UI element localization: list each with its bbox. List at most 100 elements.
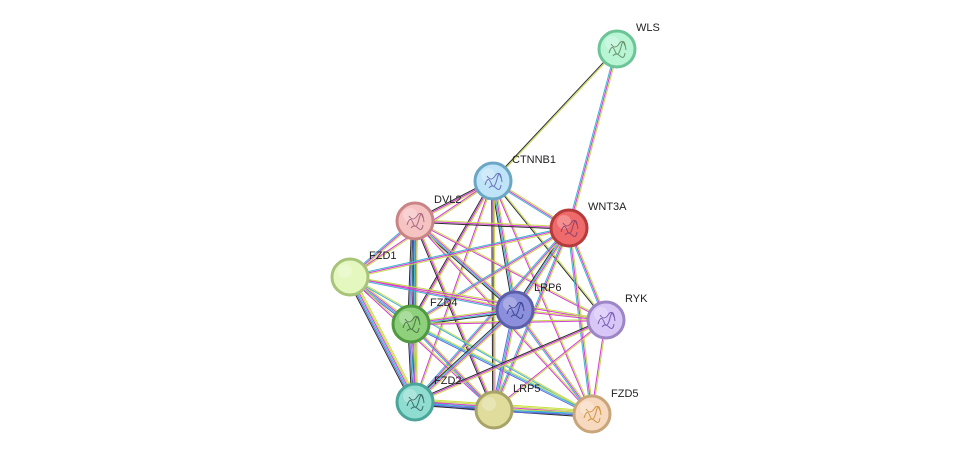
edge-line-textmining xyxy=(494,228,571,411)
node-circle[interactable] xyxy=(473,161,513,201)
edge-line-textmining xyxy=(415,220,496,410)
node-label: CTNNB1 xyxy=(512,154,556,166)
edge-line-experimental xyxy=(493,180,517,310)
node-lrp6[interactable]: LRP6 xyxy=(495,282,562,330)
protein-structure-icon xyxy=(406,212,425,230)
node-highlight xyxy=(338,264,352,278)
edge-line-textmining xyxy=(415,311,517,404)
edge-line-textmining xyxy=(350,275,607,320)
edge-line-textmining xyxy=(350,228,570,279)
node-fzd4[interactable]: FZD4 xyxy=(391,297,458,344)
protein-structure-icon xyxy=(560,219,579,237)
node-fzd2[interactable]: FZD2 xyxy=(395,375,462,422)
edge-line-experimental xyxy=(493,319,606,410)
edge-line-experimental xyxy=(410,227,570,325)
node-label: FZD1 xyxy=(369,250,397,262)
edge-line-experimental xyxy=(414,221,606,322)
edge-line-experimental xyxy=(349,227,570,278)
node-label: FZD4 xyxy=(430,297,458,309)
protein-structure-icon xyxy=(506,301,525,319)
node-label: LRP5 xyxy=(513,383,541,395)
node-circle[interactable] xyxy=(395,201,435,241)
edge-line-textmining xyxy=(515,308,594,414)
edge-ryk-fzd2[interactable] xyxy=(414,318,607,404)
edge-dvl2-lrp6[interactable] xyxy=(413,219,517,312)
edge-wnt3a-fzd1[interactable] xyxy=(349,226,570,279)
edge-line-textmining xyxy=(569,49,619,229)
edge-line-textmining xyxy=(415,181,495,403)
edge-line-textmining xyxy=(493,180,594,414)
edge-line-experimental xyxy=(349,277,606,322)
node-wls[interactable]: WLS xyxy=(597,22,660,69)
protein-structure-icon xyxy=(583,405,602,423)
edge-fzd1-ryk[interactable] xyxy=(349,275,607,322)
edge-line-other xyxy=(414,318,606,402)
node-circle[interactable] xyxy=(395,382,435,422)
node-circle[interactable] xyxy=(597,29,637,69)
edge-line-other xyxy=(491,181,494,411)
edge-line-other xyxy=(492,48,617,181)
node-circle[interactable] xyxy=(495,290,535,330)
edge-ctnnb1-fzd2[interactable] xyxy=(413,180,495,403)
edge-fzd1-fzd5[interactable] xyxy=(349,275,593,416)
node-circle[interactable] xyxy=(474,390,514,430)
edge-line-other xyxy=(346,278,413,404)
edge-line-textmining xyxy=(415,219,570,228)
protein-structure-icon xyxy=(608,40,627,58)
edge-line-experimental xyxy=(414,220,495,411)
node-lrp5[interactable]: LRP5 xyxy=(474,383,541,430)
edge-dvl2-wnt3a[interactable] xyxy=(414,219,570,230)
edge-line-coexpression xyxy=(352,275,419,401)
node-circle[interactable] xyxy=(391,304,431,344)
edge-dvl2-ryk[interactable] xyxy=(414,219,607,322)
protein-structure-icon xyxy=(402,315,421,333)
edge-line-homology xyxy=(410,324,592,416)
edge-line-homology xyxy=(347,277,414,404)
node-label: WNT3A xyxy=(588,201,627,213)
node-label: LRP6 xyxy=(534,282,562,294)
edge-line-textmining xyxy=(351,275,418,402)
node-fzd5[interactable]: FZD5 xyxy=(572,388,639,434)
edge-line-database xyxy=(349,277,592,416)
edge-line-experimental xyxy=(414,220,570,229)
edge-line-textmining xyxy=(493,49,618,182)
node-label: WLS xyxy=(636,22,660,34)
edge-line-database xyxy=(410,226,569,324)
node-circle[interactable] xyxy=(586,300,626,340)
node-ctnnb1[interactable]: CTNNB1 xyxy=(473,154,556,201)
node-ryk[interactable]: RYK xyxy=(586,293,648,340)
edge-wls-wnt3a[interactable] xyxy=(567,48,619,229)
edge-line-textmining xyxy=(415,320,607,404)
edge-line-textmining xyxy=(411,228,570,326)
node-wnt3a[interactable]: WNT3A xyxy=(549,201,627,248)
edge-line-experimental xyxy=(350,276,417,402)
edge-line-textmining xyxy=(415,219,517,309)
edge-wls-ctnnb1[interactable] xyxy=(492,48,618,182)
edge-line-database xyxy=(567,48,617,228)
node-circle[interactable] xyxy=(330,257,370,297)
edge-line-experimental xyxy=(514,309,593,415)
protein-structure-icon xyxy=(484,172,503,190)
node-label: FZD2 xyxy=(434,375,462,387)
node-dvl2[interactable]: DVL2 xyxy=(395,194,462,241)
edge-line-textmining xyxy=(494,180,518,310)
edge-line-database xyxy=(348,277,415,403)
edge-line-database xyxy=(349,277,515,312)
node-label: RYK xyxy=(625,293,648,305)
node-circle[interactable] xyxy=(549,208,589,248)
node-fzd1[interactable]: FZD1 xyxy=(330,250,397,297)
edge-line-experimental xyxy=(415,220,516,310)
edge-fzd1-fzd2[interactable] xyxy=(346,275,419,404)
edge-ryk-lrp5[interactable] xyxy=(493,319,607,411)
edge-wnt3a-fzd4[interactable] xyxy=(410,226,570,326)
edge-ctnnb1-lrp6[interactable] xyxy=(490,180,518,311)
node-circle[interactable] xyxy=(572,394,612,434)
edge-line-experimental xyxy=(415,310,516,403)
edge-line-database xyxy=(491,181,515,311)
edge-lrp6-fzd2[interactable] xyxy=(413,308,517,404)
edge-line-experimental xyxy=(568,48,618,229)
edge-line-other xyxy=(414,221,569,230)
edge-ctnnb1-lrp5[interactable] xyxy=(491,180,496,411)
